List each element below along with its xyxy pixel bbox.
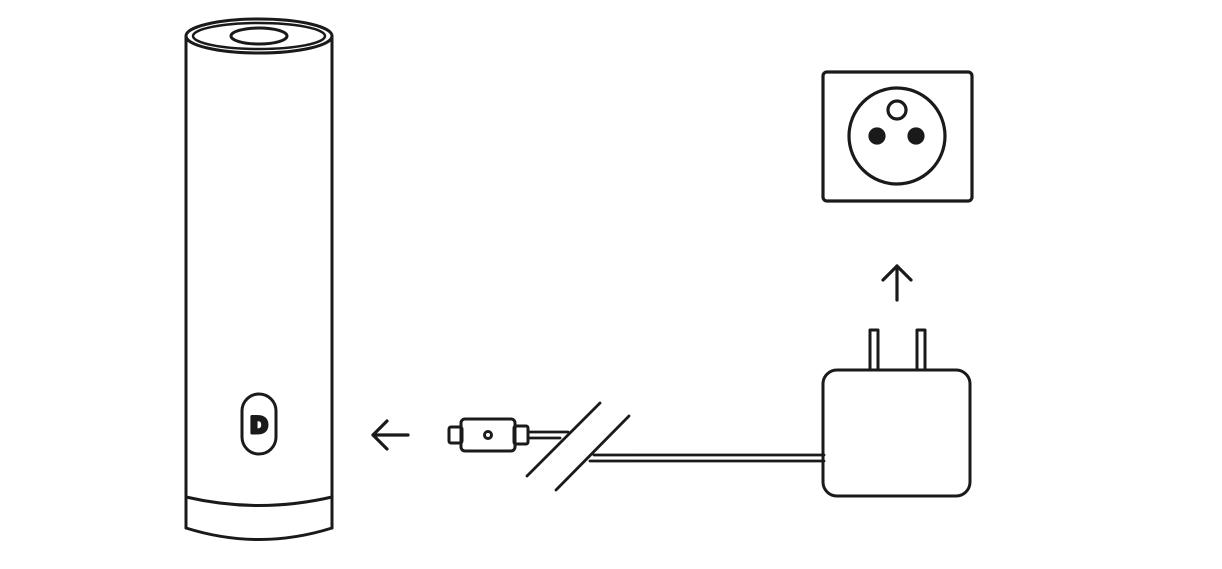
arrow-left-icon xyxy=(371,419,410,451)
usb-c-plug-icon xyxy=(447,417,530,453)
power-adapter-icon xyxy=(821,328,972,498)
arrow-up-icon xyxy=(881,264,913,302)
port-glyph: D xyxy=(250,414,268,439)
usb-c-port-icon: D xyxy=(240,392,278,456)
cylinder-device-icon xyxy=(184,17,334,541)
cable-break-icon xyxy=(525,401,826,492)
wall-socket-type-e-icon xyxy=(821,70,974,203)
